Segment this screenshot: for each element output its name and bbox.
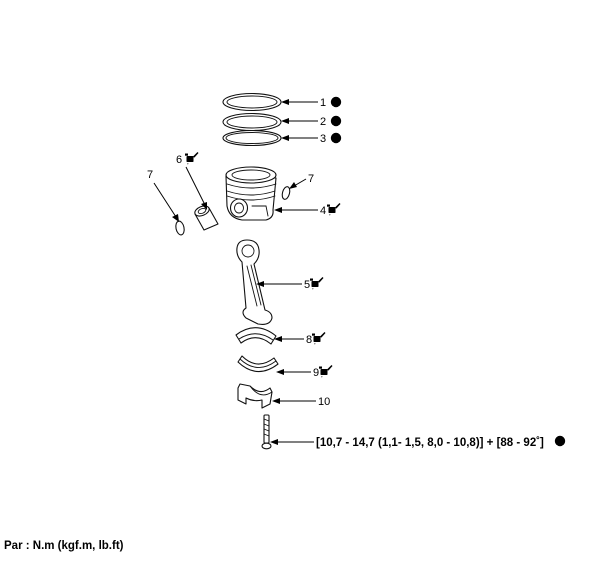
callout-4: 4 xyxy=(320,205,326,217)
connecting-rod-bearing-cap xyxy=(237,383,273,409)
no-reuse-icon xyxy=(330,96,342,108)
callout-5: 5 xyxy=(304,279,310,291)
snap-ring-right xyxy=(281,186,291,200)
leader-10 xyxy=(272,398,316,404)
callout-7-right: 7 xyxy=(308,173,314,185)
leader-7-left xyxy=(153,182,179,222)
piston xyxy=(225,166,277,221)
callout-7-left: 7 xyxy=(147,169,153,181)
connecting-rod-bolt xyxy=(261,414,272,450)
leader-8 xyxy=(274,336,304,342)
piston-ring-3 xyxy=(222,129,282,147)
no-reuse-icon xyxy=(554,435,566,447)
snap-ring-left xyxy=(175,220,185,236)
callout-9: 9 xyxy=(313,367,319,379)
apply-oil-icon xyxy=(185,152,199,165)
callout-1: 1 xyxy=(320,97,326,109)
piston-pin xyxy=(194,205,219,231)
callout-6: 6 xyxy=(176,154,182,166)
callout-2: 2 xyxy=(320,116,326,128)
leader-7-right xyxy=(289,178,307,189)
callout-8: 8 xyxy=(306,334,312,346)
apply-oil-icon xyxy=(319,365,333,378)
leader-bolt-torque xyxy=(270,439,314,445)
leader-1 xyxy=(281,99,318,105)
piston-ring-1 xyxy=(222,92,282,112)
leader-4 xyxy=(274,207,318,213)
callout-3: 3 xyxy=(320,133,326,145)
leader-5 xyxy=(256,281,302,287)
piston-ring-2 xyxy=(222,112,282,132)
leader-6 xyxy=(185,166,207,210)
callout-10: 10 xyxy=(318,396,330,408)
no-reuse-icon xyxy=(330,115,342,127)
apply-oil-icon xyxy=(327,203,341,216)
leader-2 xyxy=(281,118,318,124)
apply-oil-icon xyxy=(312,332,326,345)
connecting-rod xyxy=(236,239,273,325)
connecting-rod-bearing-lower xyxy=(237,355,279,373)
bolt-torque-spec: [10,7 - 14,7 (1,1- 1,5, 8,0 - 10,8)] + [… xyxy=(316,437,544,449)
leader-9 xyxy=(276,369,311,375)
apply-oil-icon xyxy=(310,277,324,290)
no-reuse-icon xyxy=(330,132,342,144)
connecting-rod-bearing-upper xyxy=(235,327,277,345)
torque-unit-legend: Par : N.m (kgf.m, lb.ft) xyxy=(4,540,124,552)
leader-3 xyxy=(281,135,318,141)
